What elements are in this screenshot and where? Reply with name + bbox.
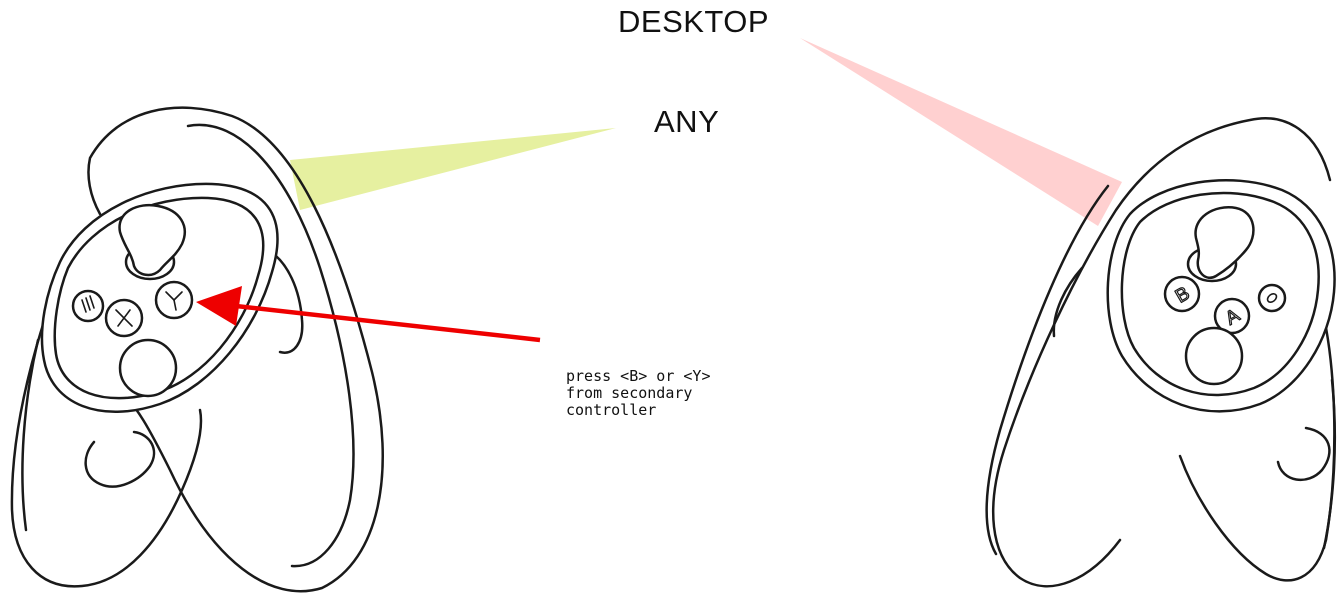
right-trigger bbox=[1276, 426, 1331, 482]
left-thumbstick bbox=[118, 203, 186, 277]
right-thumbstick bbox=[1194, 206, 1255, 279]
desktop-label: DESKTOP bbox=[618, 4, 770, 39]
instruction-line: press <B> or <Y> bbox=[566, 367, 711, 385]
any-pointer-beam bbox=[290, 128, 616, 210]
right-system-button bbox=[1257, 283, 1287, 313]
desktop-pointer-beam bbox=[800, 38, 1122, 226]
oculus-icon bbox=[1266, 293, 1278, 303]
any-label: ANY bbox=[654, 104, 720, 139]
right-thumb-rest bbox=[1184, 326, 1244, 386]
right-controller: B A bbox=[985, 117, 1337, 588]
menu-lines-icon bbox=[81, 295, 95, 313]
right-tracking-ring bbox=[991, 117, 1332, 588]
left-grip bbox=[10, 260, 203, 588]
left-thumb-rest bbox=[118, 338, 178, 398]
instruction-line: from secondary bbox=[566, 384, 693, 402]
b-button bbox=[1163, 275, 1201, 313]
left-controller bbox=[10, 106, 384, 593]
right-face-plate bbox=[1106, 179, 1336, 413]
left-trigger bbox=[84, 430, 156, 488]
y-glyph-icon bbox=[165, 291, 183, 311]
instruction-line: controller bbox=[566, 401, 657, 419]
instruction-arrow bbox=[196, 286, 541, 343]
arrow-head bbox=[196, 286, 242, 326]
x-glyph-icon bbox=[115, 309, 133, 327]
left-tracking-ring bbox=[87, 106, 384, 593]
